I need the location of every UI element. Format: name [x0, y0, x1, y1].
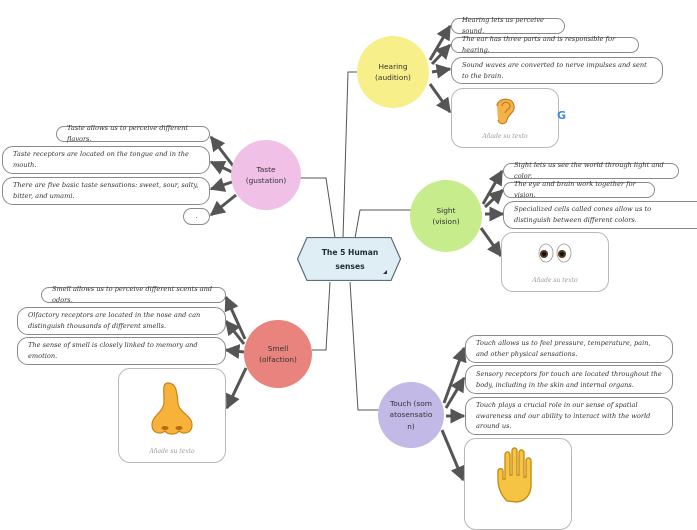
topic-smell[interactable]: Smell (olfaction)	[244, 320, 312, 388]
topic-sight-label: Sight (vision)	[432, 205, 460, 226]
sight-fact-2[interactable]: The eye and brain work together for visi…	[503, 180, 655, 199]
sight-image-caption: Añade su texto	[532, 277, 578, 284]
topic-sight[interactable]: Sight (vision)	[410, 180, 482, 252]
eyes-icon	[538, 243, 572, 263]
nose-icon	[151, 382, 193, 435]
sight-fact-3[interactable]: Specialized cells called cones allow us …	[503, 201, 697, 229]
hearing-fact-1[interactable]: Hearing lets us perceive sound.	[451, 16, 565, 35]
topic-hearing-label: Hearing (audition)	[375, 61, 411, 82]
taste-fact-1[interactable]: Taste allows us to perceive different fl…	[56, 124, 210, 143]
taste-fact-3[interactable]: There are five basic taste sensations: s…	[2, 177, 210, 205]
smell-image-card[interactable]: Añade su texto	[118, 368, 226, 463]
hearing-fact-2[interactable]: The ear has three parts and is responsib…	[451, 35, 639, 54]
smell-fact-3[interactable]: The sense of smell is closely linked to …	[17, 337, 226, 365]
hearing-fact-3[interactable]: Sound waves are converted to nerve impul…	[451, 57, 663, 84]
raised-hand-icon	[497, 447, 532, 503]
sight-fact-1[interactable]: Sight lets us see the world through ligh…	[503, 161, 679, 180]
hearing-image-caption: Añade su texto	[482, 133, 528, 140]
taste-fact-4[interactable]: .	[183, 208, 210, 225]
touch-fact-2[interactable]: Sensory receptors for touch are located …	[465, 365, 673, 394]
center-title: The 5 Human senses	[321, 247, 379, 271]
smell-image-caption: Añade su texto	[149, 448, 195, 455]
smell-fact-2[interactable]: Olfactory receptors are located in the n…	[17, 307, 226, 335]
touch-fact-1[interactable]: Touch allows us to feel pressure, temper…	[465, 335, 673, 363]
ear-icon	[496, 98, 515, 125]
smell-fact-1[interactable]: Smell allows us to perceive different sc…	[41, 285, 226, 304]
taste-fact-2[interactable]: Taste receptors are located on the tongu…	[2, 146, 210, 174]
hearing-image-card[interactable]: Añade su texto	[451, 88, 559, 148]
topic-hearing[interactable]: Hearing (audition)	[357, 36, 429, 108]
topic-touch[interactable]: Touch (somatosensation)	[378, 382, 444, 448]
sight-image-card[interactable]: Añade su texto	[501, 232, 609, 292]
touch-fact-3[interactable]: Touch plays a crucial role in our sense …	[465, 397, 673, 435]
topic-smell-label: Smell (olfaction)	[259, 343, 297, 364]
topic-taste-label: Taste (gustation)	[245, 164, 287, 185]
center-topic[interactable]: The 5 Human senses	[297, 237, 401, 281]
topic-taste[interactable]: Taste (gustation)	[231, 140, 301, 210]
google-g-icon: G	[557, 109, 567, 122]
topic-touch-label: Touch (somatosensation)	[389, 399, 433, 431]
touch-image-card[interactable]	[464, 438, 572, 530]
